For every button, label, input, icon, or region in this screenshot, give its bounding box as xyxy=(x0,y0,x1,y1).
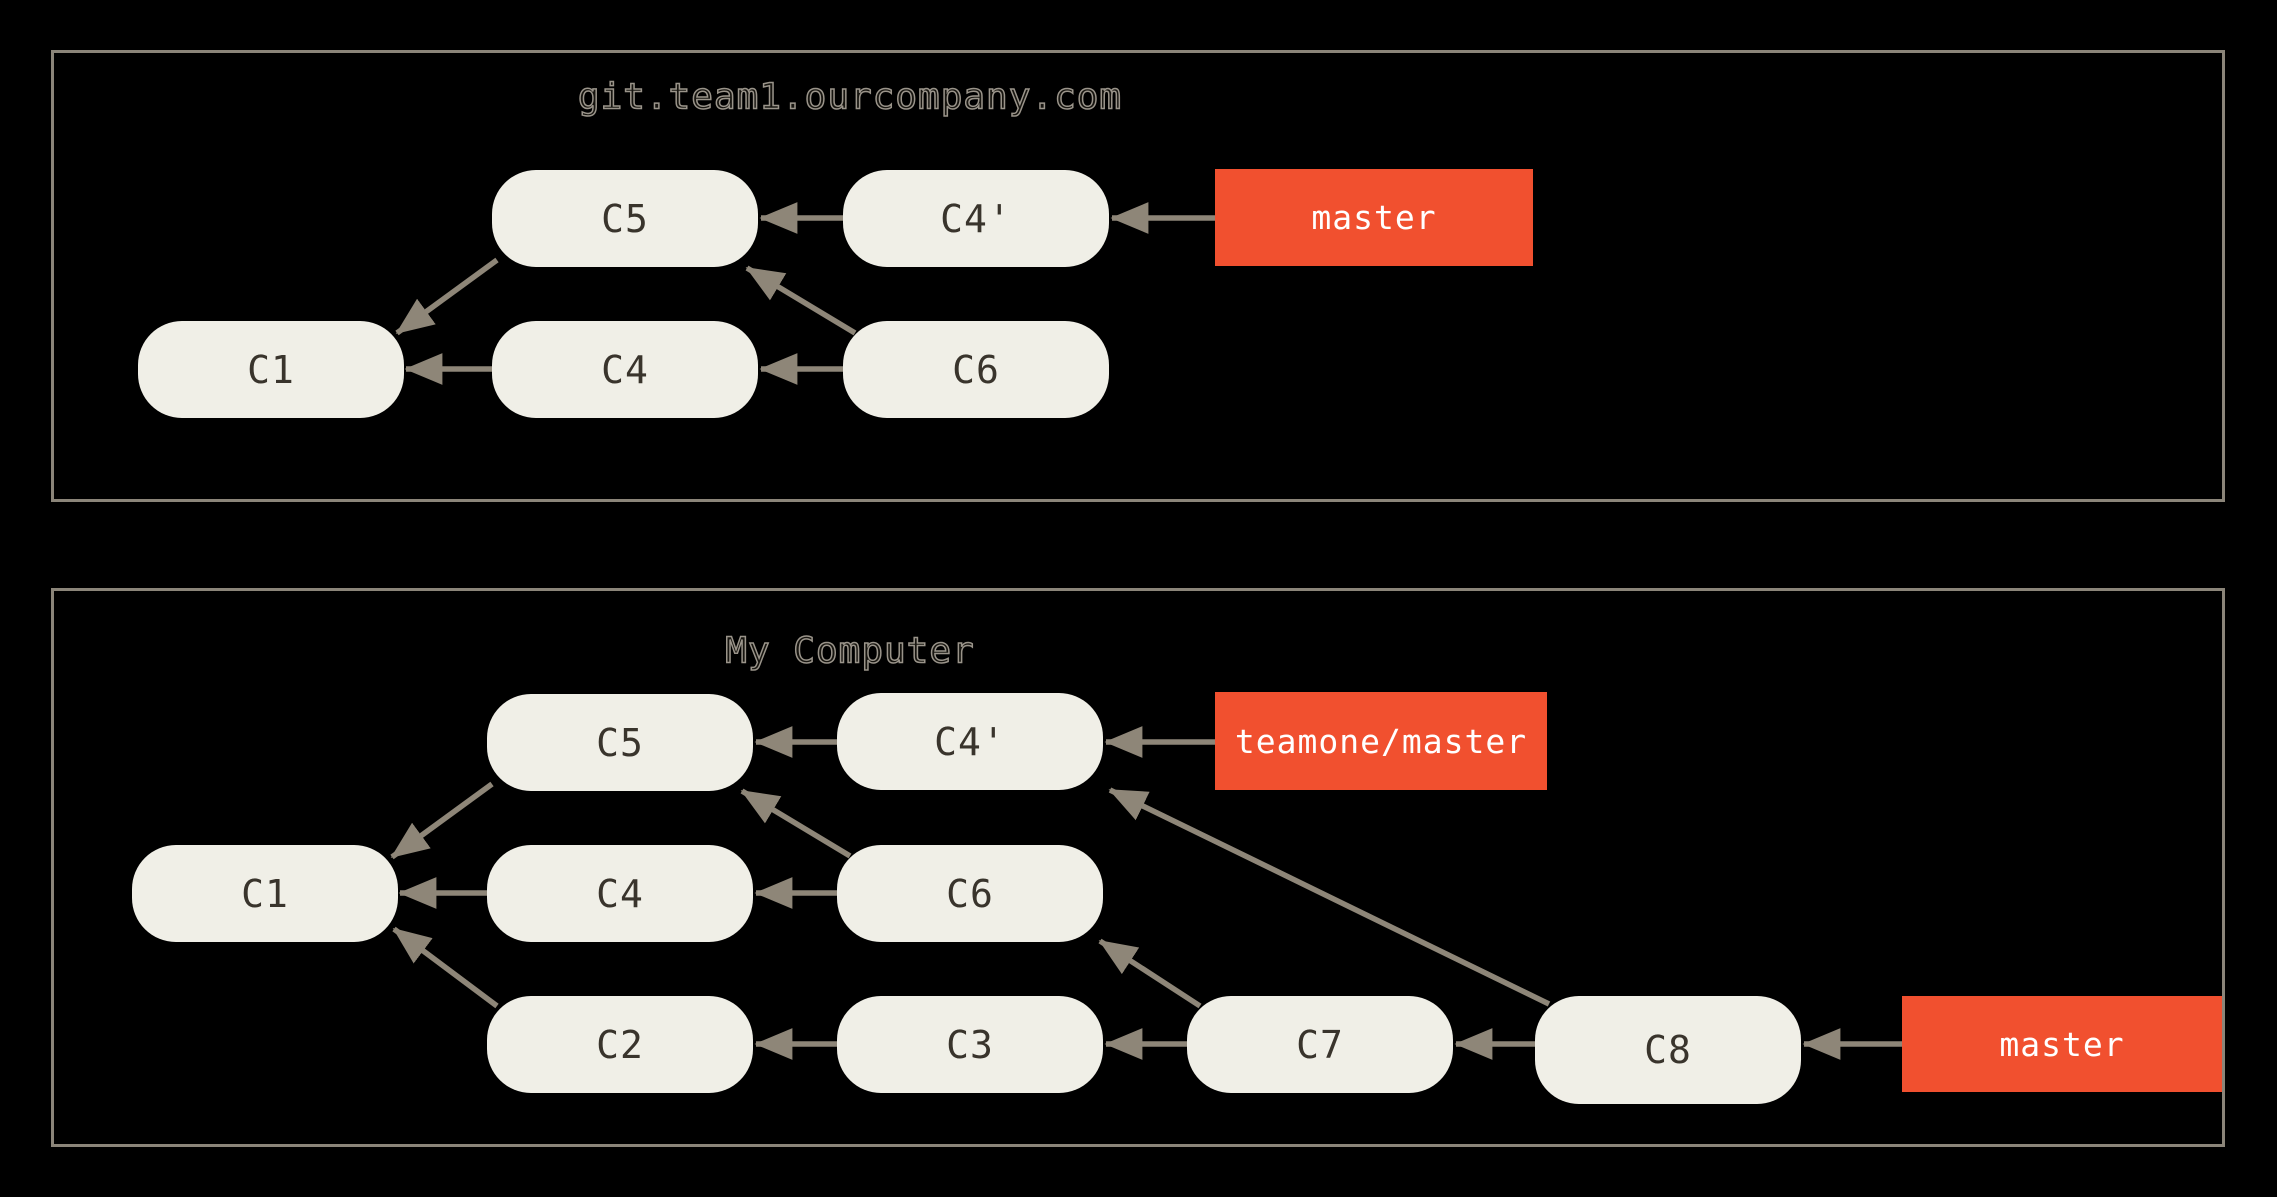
commit-node-remote-c4: C4 xyxy=(492,321,758,418)
commit-node-local-c8: C8 xyxy=(1535,996,1801,1104)
edge-local-c2-to-c1 xyxy=(392,926,499,1009)
commit-node-remote-c6: C6 xyxy=(843,321,1109,418)
edge-local-c8-to-c4p xyxy=(1108,787,1551,1007)
local-repo-title: My Computer xyxy=(725,630,975,673)
edge-local-c6-to-c5 xyxy=(740,788,852,859)
local-repo-panel xyxy=(51,588,2225,1147)
commit-node-local-c2: C2 xyxy=(487,996,753,1093)
commit-node-local-c5: C5 xyxy=(487,694,753,791)
edge-local-c7-to-c6 xyxy=(1098,938,1202,1009)
remote-repo-panel xyxy=(51,50,2225,502)
remote-repo-title: git.team1.ourcompany.com xyxy=(577,76,1123,119)
edge-local-c5-to-c1 xyxy=(390,781,494,860)
branch-label-local-teamone-master: teamone/master xyxy=(1215,692,1547,790)
edge-remote-c6-to-c5 xyxy=(745,265,857,336)
commit-node-remote-c1: C1 xyxy=(138,321,404,418)
commit-node-local-c1: C1 xyxy=(132,845,398,942)
commit-node-local-c3: C3 xyxy=(837,996,1103,1093)
branch-label-remote-master: master xyxy=(1215,169,1533,266)
edge-remote-c5-to-c1 xyxy=(395,257,499,336)
commit-node-local-c6: C6 xyxy=(837,845,1103,942)
commit-node-local-c4p: C4' xyxy=(837,693,1103,790)
branch-label-local-master: master xyxy=(1902,996,2222,1092)
commit-node-local-c7: C7 xyxy=(1187,996,1453,1093)
commit-node-remote-c4p: C4' xyxy=(843,170,1109,267)
commit-node-local-c4: C4 xyxy=(487,845,753,942)
commit-node-remote-c5: C5 xyxy=(492,170,758,267)
